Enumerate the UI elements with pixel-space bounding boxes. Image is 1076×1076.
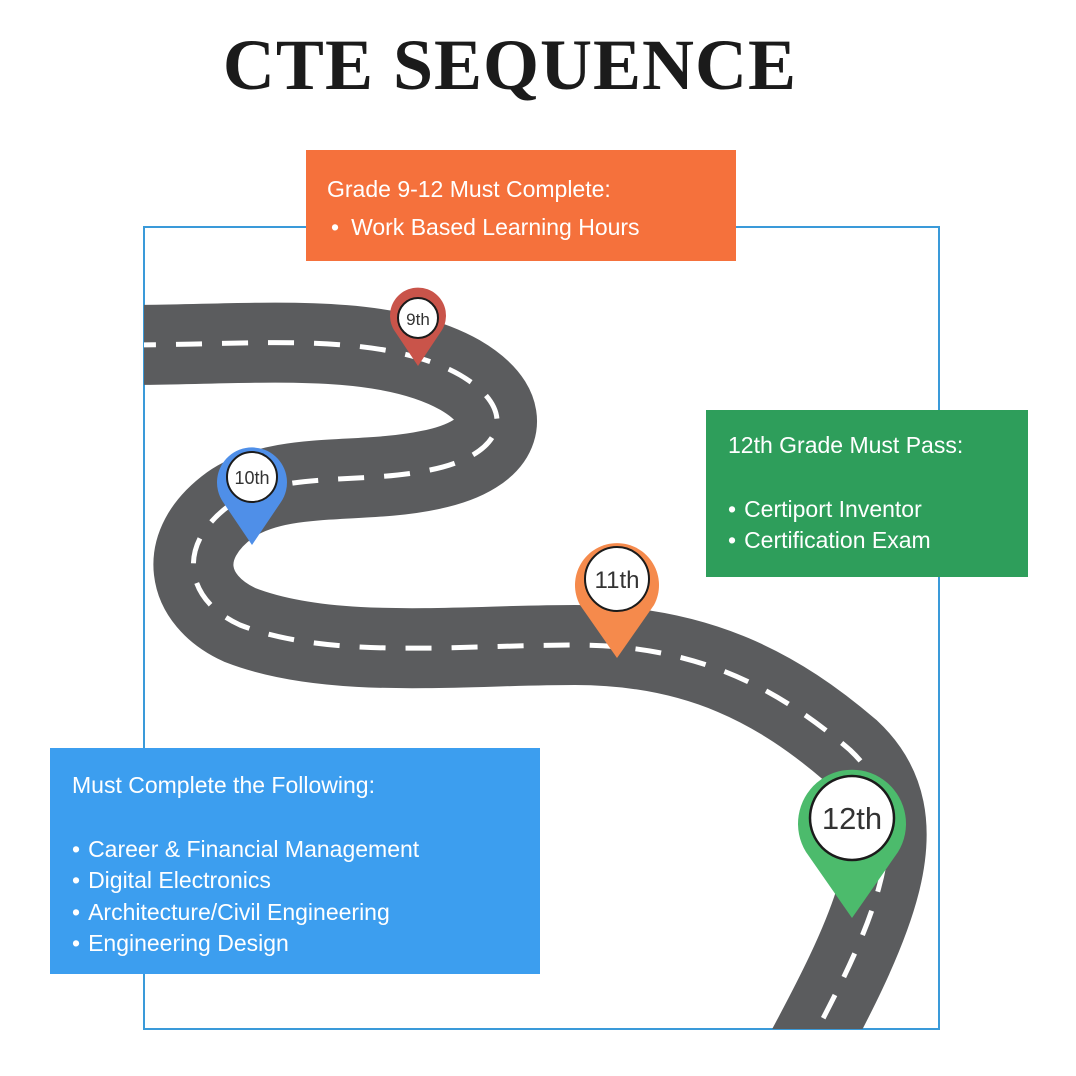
orange-box-heading: Grade 9-12 Must Complete: xyxy=(327,176,611,202)
green-box-item: •Certification Exam xyxy=(728,525,1028,557)
green-requirement-box: 12th Grade Must Pass: •Certiport Invento… xyxy=(706,410,1028,577)
bullet-icon: • xyxy=(72,930,81,956)
blue-box-item: •Architecture/Civil Engineering xyxy=(72,897,540,929)
pin-10th: 10th xyxy=(217,447,287,545)
pin-label-9th: 9th xyxy=(406,310,430,329)
blue-box-item: •Digital Electronics xyxy=(72,865,540,897)
green-box-heading: 12th Grade Must Pass: xyxy=(728,432,964,458)
orange-box-item: •Work Based Learning Hours xyxy=(327,208,736,246)
blue-box-item: •Engineering Design xyxy=(72,928,540,960)
pin-12th: 12th xyxy=(798,769,907,918)
bullet-icon: • xyxy=(72,898,81,925)
pin-9th: 9th xyxy=(390,287,447,366)
road-center-dashes xyxy=(144,340,890,1029)
page-title: CTE SEQUENCE xyxy=(222,25,798,105)
blue-requirement-box: Must Complete the Following: •Career & F… xyxy=(50,748,540,974)
bullet-icon: • xyxy=(72,835,81,862)
bullet-icon: • xyxy=(331,214,340,240)
pin-label-11th: 11th xyxy=(595,567,640,594)
blue-box-item: •Career & Financial Management xyxy=(72,834,540,866)
bullet-icon: • xyxy=(728,527,737,553)
blue-box-heading: Must Complete the Following: xyxy=(72,772,375,798)
orange-requirement-box: Grade 9-12 Must Complete: •Work Based Le… xyxy=(306,150,736,261)
pin-11th: 11th xyxy=(575,543,659,658)
bullet-icon: • xyxy=(728,495,737,522)
green-box-item: •Certiport Inventor xyxy=(728,494,1028,526)
pin-label-10th: 10th xyxy=(234,468,269,488)
bullet-icon: • xyxy=(72,867,81,893)
pin-label-12th: 12th xyxy=(822,801,882,836)
